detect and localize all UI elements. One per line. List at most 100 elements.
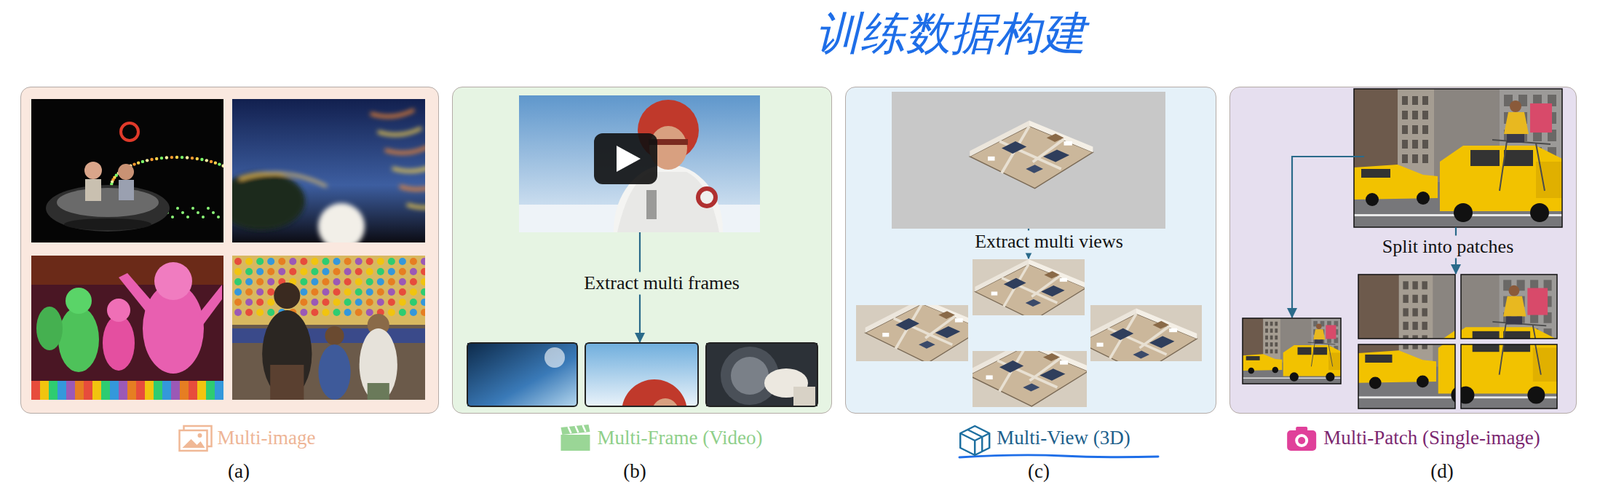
illustration-rect [1522,294,1543,322]
illustration-circle [256,308,264,316]
play-button [593,133,658,185]
illustration-path [239,173,327,187]
illustration-circle [267,298,275,306]
illustration-rect [1543,334,1552,346]
illustration-rect [1270,335,1274,340]
step-label: Extract multi frames [580,271,744,295]
illustration-circle [288,257,297,265]
illustration-rect [1412,294,1418,303]
illustration-rect [1409,321,1415,330]
illustration-path [969,125,1093,189]
illustration-rect [1412,334,1418,343]
illustration-rect [197,380,207,400]
illustration-circle [695,186,718,209]
illustration-rect [1297,347,1312,355]
illustration-circle [344,288,352,296]
illustration-circle [155,157,158,161]
illustration-rect [882,332,889,337]
illustration-rect [1428,313,1434,322]
illustration-rect [1506,321,1523,330]
illustration-circle [398,278,407,286]
panel-letter: (d) [1430,459,1453,483]
illustration-circle [267,288,275,296]
illustration-circle [1416,191,1430,205]
illustration-circle [387,267,396,276]
illustration-rect [1428,294,1434,303]
illustration-path [392,164,437,172]
render-background [891,91,1166,229]
illustration-circle [398,267,407,276]
illustration-circle [420,308,429,316]
illustration-circle [700,190,714,204]
illustration-circle [234,288,242,296]
illustration-circle [180,155,184,159]
illustration-rect [1265,342,1269,347]
step-label: Extract multi views [971,230,1127,253]
illustration-circle [1272,366,1279,374]
illustration-rect [1428,321,1434,330]
illustration-rect [1412,139,1419,149]
illustration-rect [1402,280,1408,289]
illustration-path [399,182,444,190]
illustration-circle [730,356,769,395]
illustration-rect [1538,334,1547,346]
illustration-circle [310,308,319,316]
illustration-rect [1517,334,1526,346]
illustration-circle [234,298,242,306]
illustration-rect [1503,149,1534,166]
flow-arrow [1292,156,1365,318]
illustration-rect [1418,334,1424,343]
illustration-circle [267,308,275,316]
illustration-rect [367,382,390,400]
illustration-circle [398,288,407,296]
illustration-rect [1511,318,1520,330]
illustration-rect [1364,354,1392,363]
illustration-circle [245,308,253,316]
illustration-circle [344,308,352,316]
illustration-rect [232,255,426,400]
illustration-path [1001,264,1060,307]
illustration-rect [1286,430,1317,451]
illustration-path [999,125,1064,174]
illustration-rect [1503,302,1512,314]
picture [969,120,1093,189]
illustration-circle [136,160,140,164]
illustration-rect [171,380,180,400]
illustration-rect [1412,110,1419,120]
illustration-circle [1325,371,1335,381]
illustration-circle [333,308,341,316]
illustration-path [1492,139,1551,191]
illustration-circle [366,257,374,265]
illustration-rect [1498,285,1507,297]
illustration-rect [955,318,964,322]
illustration-rect [1421,307,1427,316]
illustration-circle [377,257,385,265]
illustration-circle [344,278,352,286]
illustration-circle [344,267,352,276]
illustration-circle [234,278,242,286]
illustration-circle [245,298,253,306]
play-triangle [616,145,641,172]
illustration-rect [1412,280,1418,289]
illustration-circle [310,288,319,296]
illustration-rect [560,434,590,451]
illustration-circle [409,298,418,306]
illustration-rect [1064,141,1073,146]
illustration-rect [1418,307,1424,316]
illustration-circle [377,298,385,306]
illustration-rect [144,380,154,400]
illustration-circle [201,215,205,219]
illustration-rect [1270,328,1274,333]
illustration-rect [127,380,137,400]
illustration-circle [355,267,363,276]
illustration-circle [310,278,319,286]
illustration-rect [1402,321,1408,330]
picture-border [1460,344,1558,409]
illustration-circle [366,288,374,296]
illustration-path [1498,302,1522,323]
illustration-circle [267,278,275,286]
illustration-circle [420,267,429,276]
illustration-circle [267,257,275,265]
illustration-rect [1364,280,1405,368]
picture [953,240,1103,340]
